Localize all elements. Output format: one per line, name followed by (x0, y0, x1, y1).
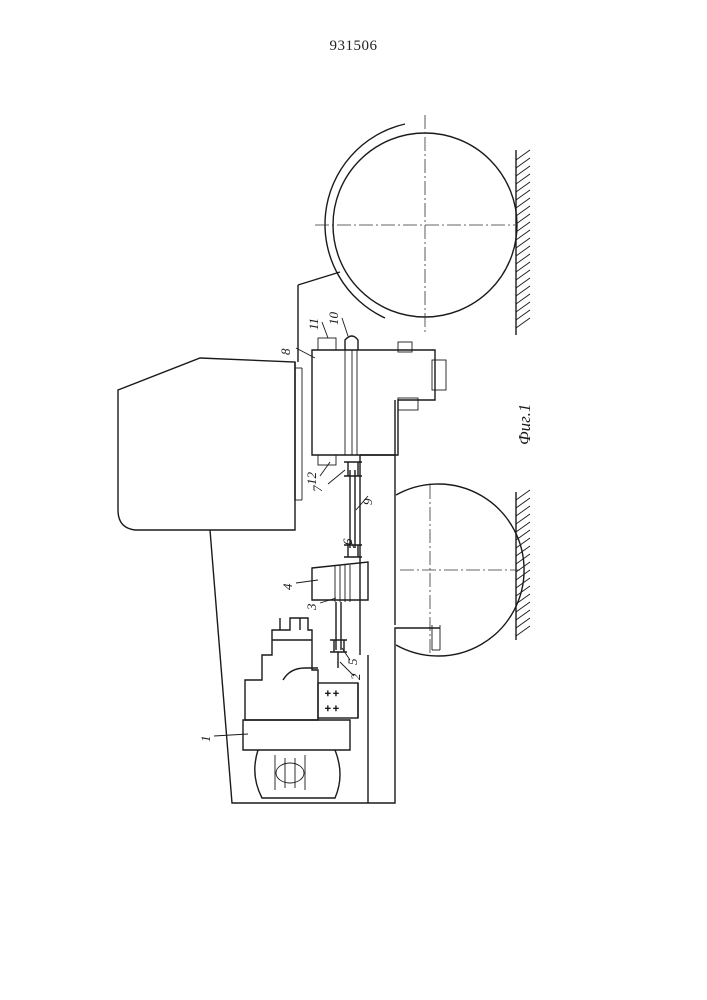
label-10: 10 (326, 312, 341, 326)
part-labels: 8 11 10 12 7 9 6 4 3 5 2 1 (198, 312, 375, 743)
hatch-stroke (516, 294, 530, 304)
hatch-stroke (516, 302, 530, 312)
hatch-stroke (516, 514, 530, 524)
label-12: 12 (304, 472, 319, 486)
cab (118, 358, 302, 530)
label-2: 2 (348, 673, 363, 680)
label-7: 7 (310, 485, 325, 492)
svg-text:+ +: + + (325, 689, 339, 700)
hatch-stroke (516, 206, 530, 216)
hatch-stroke (516, 246, 530, 256)
label-9: 9 (360, 498, 375, 505)
hatch-stroke (516, 150, 530, 160)
hatch-stroke (516, 198, 530, 208)
hatch-stroke (516, 174, 530, 184)
figure-caption: Фиг.1 (515, 404, 534, 445)
label-1: 1 (198, 736, 213, 743)
hatch-stroke (516, 278, 530, 288)
label-11: 11 (306, 318, 321, 330)
hatch-stroke (516, 498, 530, 508)
hatch-stroke (516, 190, 530, 200)
hatch-stroke (516, 214, 530, 224)
hatch-stroke (516, 254, 530, 264)
hatch-stroke (516, 222, 530, 232)
hatch-stroke (516, 318, 530, 328)
hatch-stroke (516, 182, 530, 192)
hatch-stroke (516, 506, 530, 516)
hatch-stroke (516, 166, 530, 176)
label-5: 5 (345, 658, 360, 665)
hatch-stroke (516, 626, 530, 636)
label-6: 6 (340, 538, 355, 545)
hatch-stroke (516, 562, 530, 572)
label-3: 3 (304, 603, 319, 611)
hatch-stroke (516, 262, 530, 272)
hatch-stroke (516, 310, 530, 320)
hatch-stroke (516, 230, 530, 240)
svg-text:+ +: + + (325, 704, 339, 715)
hatch-stroke (516, 610, 530, 620)
label-4: 4 (280, 583, 295, 590)
label-8: 8 (278, 348, 293, 355)
hatch-stroke (516, 602, 530, 612)
rear-wheel (315, 115, 517, 335)
hatch-stroke (516, 270, 530, 280)
hatch-stroke (516, 618, 530, 628)
hatch-stroke (516, 286, 530, 296)
hatch-stroke (516, 522, 530, 532)
ground-hatching (516, 150, 530, 640)
hatch-stroke (516, 158, 530, 168)
hatch-stroke (516, 238, 530, 248)
shaft-3-5 (330, 602, 347, 668)
front-wheel (396, 484, 524, 656)
hatch-stroke (516, 490, 530, 500)
unit-8 (312, 336, 446, 465)
